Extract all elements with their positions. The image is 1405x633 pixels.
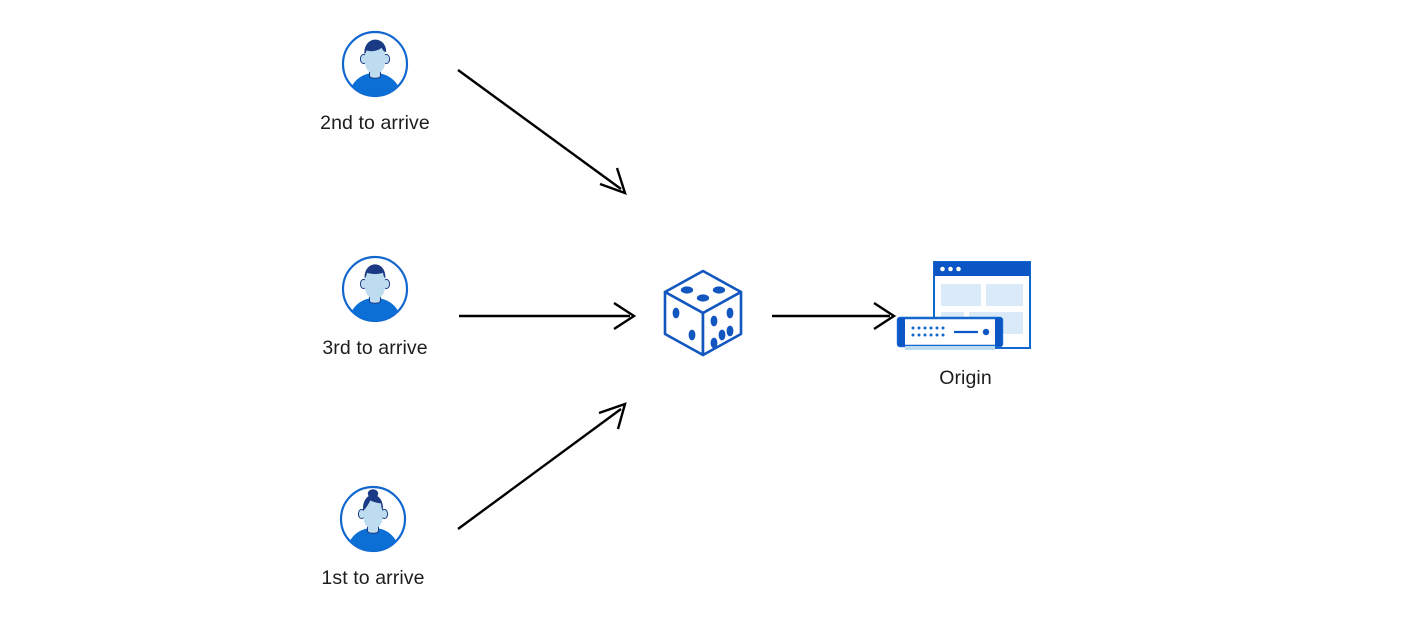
user-avatar-icon — [339, 253, 411, 325]
server-device-icon — [896, 316, 1004, 350]
client-node-bottom[interactable]: 1st to arrive — [308, 483, 438, 590]
dice-icon — [655, 263, 751, 363]
arrow-top-to-dice — [457, 69, 627, 195]
origin-label: Origin — [939, 367, 992, 389]
user-avatar-icon — [339, 28, 411, 100]
client-node-top[interactable]: 2nd to arrive — [310, 28, 440, 135]
client-label-middle: 3rd to arrive — [322, 337, 428, 359]
arrow-bottom-to-dice — [457, 402, 627, 530]
random-selector-node[interactable] — [655, 263, 751, 363]
arrow-middle-to-dice — [459, 301, 637, 331]
client-node-middle[interactable]: 3rd to arrive — [310, 253, 440, 360]
client-label-top: 2nd to arrive — [320, 112, 430, 134]
arrow-dice-to-origin — [772, 301, 897, 331]
client-label-bottom: 1st to arrive — [321, 567, 425, 589]
origin-node[interactable]: Origin — [893, 258, 1038, 390]
origin-server-icon — [893, 258, 1038, 358]
user-avatar-icon — [337, 483, 409, 555]
